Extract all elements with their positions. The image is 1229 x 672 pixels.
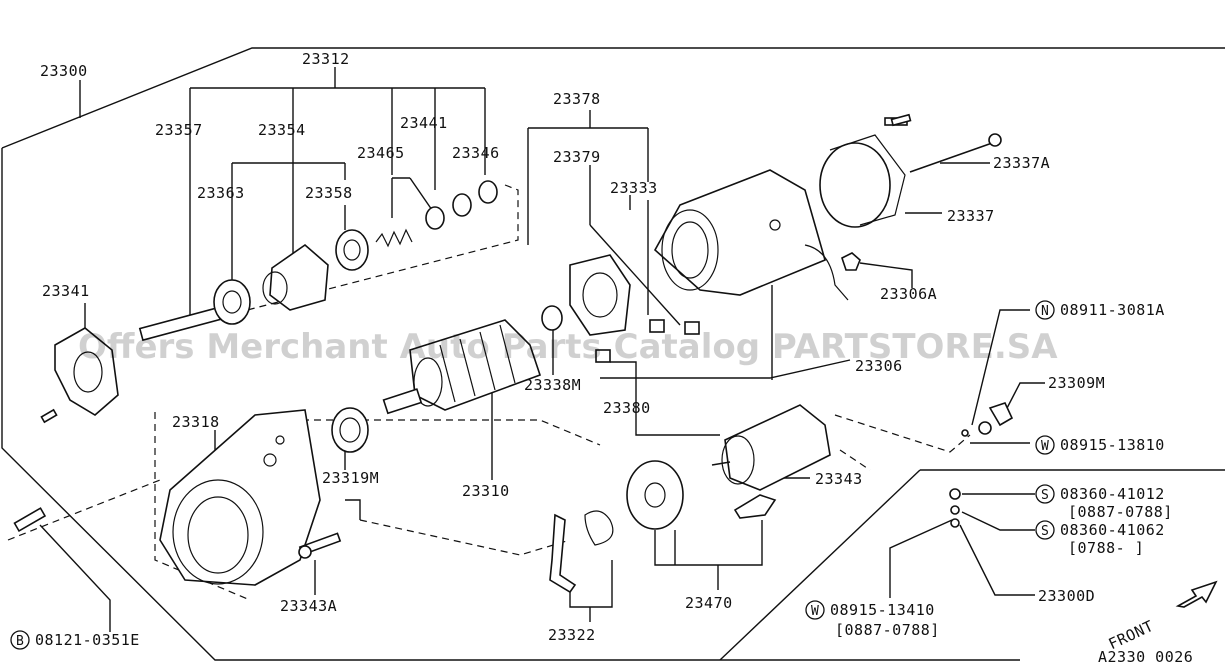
- stop-ring-23346: [478, 180, 498, 204]
- front-indicator: FRONT: [1106, 580, 1218, 653]
- nut-23306a: [841, 252, 861, 271]
- prefix-screw-2: S: [1041, 524, 1049, 539]
- bearing-23319m: [331, 407, 369, 453]
- through-bolt-23337a: [909, 133, 1002, 173]
- hardware-23309m: [961, 402, 1014, 437]
- label-23380: 23380: [603, 399, 651, 417]
- label-23379: 23379: [553, 148, 601, 166]
- assembly-boundary: [1, 47, 1225, 661]
- rear-cover-23337: [819, 117, 908, 228]
- washer-23358: [335, 229, 369, 271]
- watermark: Offers Merchant Auto Parts Catalog PARTS…: [78, 327, 1058, 367]
- sub-assembly-dashes: [7, 184, 971, 601]
- label-23306a: 23306A: [880, 285, 937, 303]
- label-23322: 23322: [548, 626, 596, 644]
- label-08360-41062-range: [0788- ]: [1068, 539, 1144, 557]
- diagram-code: A2330 0026: [1098, 648, 1193, 666]
- label-23318: 23318: [172, 413, 220, 431]
- label-23312: 23312: [302, 50, 350, 68]
- bolt-23343a: [298, 532, 342, 559]
- label-08360-41012: 08360-41012: [1060, 485, 1165, 503]
- bracket-23341: [40, 327, 119, 424]
- label-23378: 23378: [553, 90, 601, 108]
- label-23441: 23441: [400, 114, 448, 132]
- label-23346: 23346: [452, 144, 500, 162]
- label-23343: 23343: [815, 470, 863, 488]
- label-23333: 23333: [610, 179, 658, 197]
- parts: [13, 113, 1014, 594]
- hardware-screws: [949, 488, 961, 528]
- label-23338m: 23338M: [524, 376, 581, 394]
- label-08360-41062: 08360-41062: [1060, 521, 1165, 539]
- prefix-nut: N: [1041, 304, 1049, 319]
- label-08121-0351e: 08121-0351E: [35, 631, 140, 649]
- plate-23470: [626, 460, 777, 530]
- label-23343a: 23343A: [280, 597, 337, 615]
- label-23470: 23470: [685, 594, 733, 612]
- lever-23322: [549, 510, 614, 594]
- yoke-23333: [653, 169, 849, 301]
- bolt-08121: [13, 507, 47, 533]
- clutch-23354: [262, 243, 329, 311]
- brush-holder-23378: [569, 254, 700, 363]
- solenoid-23343: [711, 404, 831, 491]
- front-arrow-icon: [1175, 580, 1218, 608]
- prefix-screw-1: S: [1041, 488, 1049, 503]
- label-08915-13410: 08915-13410: [830, 601, 935, 619]
- label-23309m: 23309M: [1048, 374, 1105, 392]
- label-08360-41012-range: [0887-0788]: [1068, 503, 1173, 521]
- label-23354: 23354: [258, 121, 306, 139]
- label-23363: 23363: [197, 184, 245, 202]
- spring-23465: [375, 228, 413, 248]
- bearing-23363: [213, 279, 251, 325]
- label-23357: 23357: [155, 121, 203, 139]
- label-08911-3081a: 08911-3081A: [1060, 301, 1165, 319]
- screw-top-right: [890, 113, 912, 127]
- hardware-labels: N 08911-3081A W 08915-13810 S 08360-4101…: [10, 300, 1173, 650]
- label-23300: 23300: [40, 62, 88, 80]
- label-23310: 23310: [462, 482, 510, 500]
- part-labels: 23300 23312 23357 23354 23441 23465 2334…: [40, 50, 1105, 644]
- label-23337a: 23337A: [993, 154, 1050, 172]
- ring-23441: [425, 193, 472, 230]
- prefix-washer-1: W: [1041, 439, 1049, 454]
- label-23337: 23337: [947, 207, 995, 225]
- prefix-bolt: B: [16, 634, 24, 649]
- label-23465: 23465: [357, 144, 405, 162]
- label-08915-13810: 08915-13810: [1060, 436, 1165, 454]
- drive-housing-23318: [159, 409, 321, 586]
- label-23300d: 23300D: [1038, 587, 1095, 605]
- label-23319m: 23319M: [322, 469, 379, 487]
- label-23358: 23358: [305, 184, 353, 202]
- label-23306: 23306: [855, 357, 903, 375]
- armature-23310: [382, 319, 542, 415]
- bushing-23338m: [541, 305, 563, 331]
- label-08915-13410-range: [0887-0788]: [835, 621, 940, 639]
- prefix-washer-2: W: [811, 604, 819, 619]
- label-23341: 23341: [42, 282, 90, 300]
